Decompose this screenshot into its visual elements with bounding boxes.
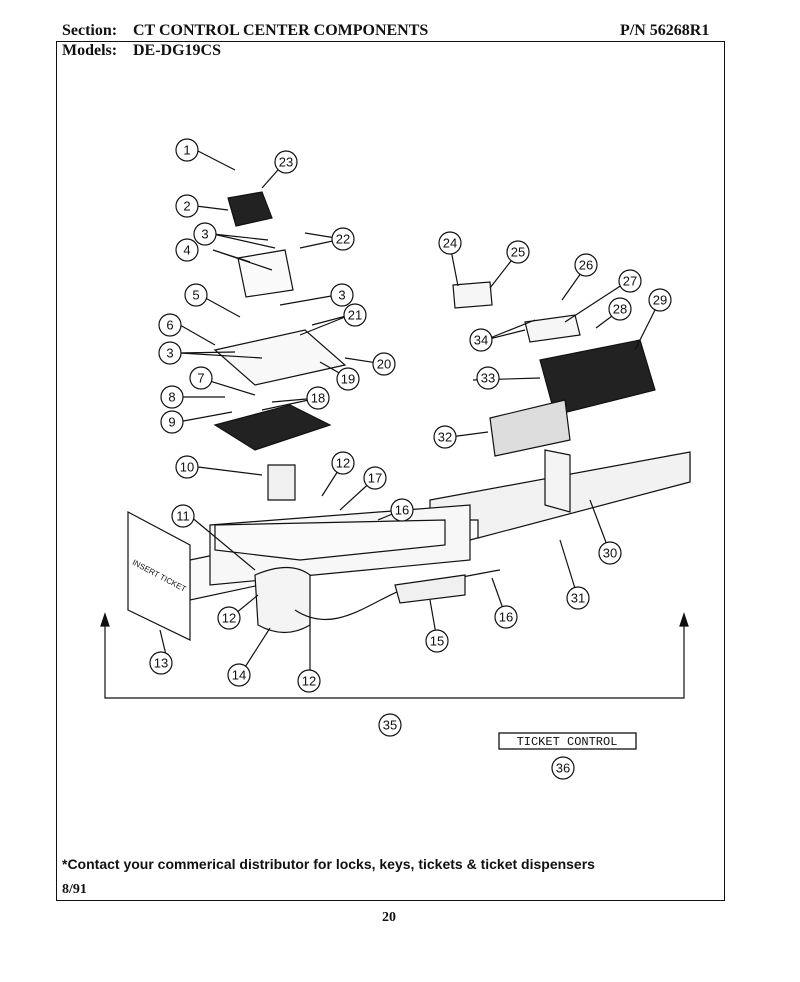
callout-14: 14 (232, 668, 246, 683)
callout-36: 36 (556, 761, 570, 776)
callout-6: 6 (166, 318, 173, 333)
callout-13: 13 (154, 656, 168, 671)
cover-32 (489, 399, 571, 457)
callout-29: 29 (653, 293, 667, 308)
revision-date: 8/91 (62, 882, 87, 897)
mounting-bracket (214, 519, 446, 561)
callout-17: 17 (368, 471, 382, 486)
fuse-holder (394, 574, 466, 604)
callout-35: 35 (383, 718, 397, 733)
callout-28: 28 (613, 302, 627, 317)
callout-20: 20 (377, 357, 391, 372)
solenoid-10 (267, 464, 296, 501)
callout-34: 34 (474, 333, 488, 348)
callout-16: 16 (395, 503, 409, 518)
callout-22: 22 (336, 232, 350, 247)
callout-30: 30 (603, 546, 617, 561)
callout-19: 19 (341, 372, 355, 387)
callout-26: 26 (579, 258, 593, 273)
callout-8: 8 (168, 390, 175, 405)
callout-4: 4 (183, 243, 190, 258)
plate-9 (213, 404, 332, 451)
callout-32: 32 (438, 430, 452, 445)
models-label: Models: (62, 42, 118, 59)
callout-24: 24 (443, 236, 457, 251)
diagram-frame (56, 41, 725, 901)
callout-27: 27 (623, 274, 637, 289)
callout-5: 5 (192, 288, 199, 303)
callout-16: 16 (499, 610, 513, 625)
callout-12: 12 (302, 674, 316, 689)
callout-25: 25 (511, 245, 525, 260)
page-number: 20 (382, 910, 396, 925)
callout-23: 23 (279, 155, 293, 170)
callout-18: 18 (311, 391, 325, 406)
section-label: Section: (62, 22, 118, 39)
timer-box-33 (539, 339, 656, 416)
switch-plate (213, 329, 347, 386)
insert-ticket-plate (127, 511, 191, 641)
callout-12: 12 (222, 611, 236, 626)
callout-31: 31 (571, 591, 585, 606)
callout-21: 21 (348, 308, 362, 323)
footnote: *Contact your commerical distributor for… (62, 856, 595, 872)
bracket-4 (237, 249, 294, 298)
ticket-control-label: TICKET CONTROL (517, 735, 618, 749)
callout-15: 15 (430, 634, 444, 649)
part-number: P/N 56268R1 (620, 22, 710, 39)
connector-25 (452, 281, 493, 309)
callout-11: 11 (176, 509, 190, 524)
callout-3: 3 (338, 288, 345, 303)
callout-9: 9 (168, 415, 175, 430)
section-title: CT CONTROL CENTER COMPONENTS (133, 22, 429, 39)
callout-12: 12 (336, 456, 350, 471)
switch-2 (227, 191, 273, 227)
fuse-holder-27 (524, 314, 581, 343)
callout-10: 10 (180, 460, 194, 475)
callout-7: 7 (197, 371, 204, 386)
callout-1: 1 (183, 143, 190, 158)
callout-33: 33 (481, 371, 495, 386)
assembly-bracket-35 (104, 622, 685, 699)
bar-30 (544, 449, 571, 513)
motor-housing (254, 566, 311, 634)
callout-3: 3 (201, 227, 208, 242)
models-value: DE-DG19CS (133, 42, 222, 59)
callout-2: 2 (183, 199, 190, 214)
callout-3: 3 (166, 346, 173, 361)
ticket-control-box (498, 732, 637, 750)
